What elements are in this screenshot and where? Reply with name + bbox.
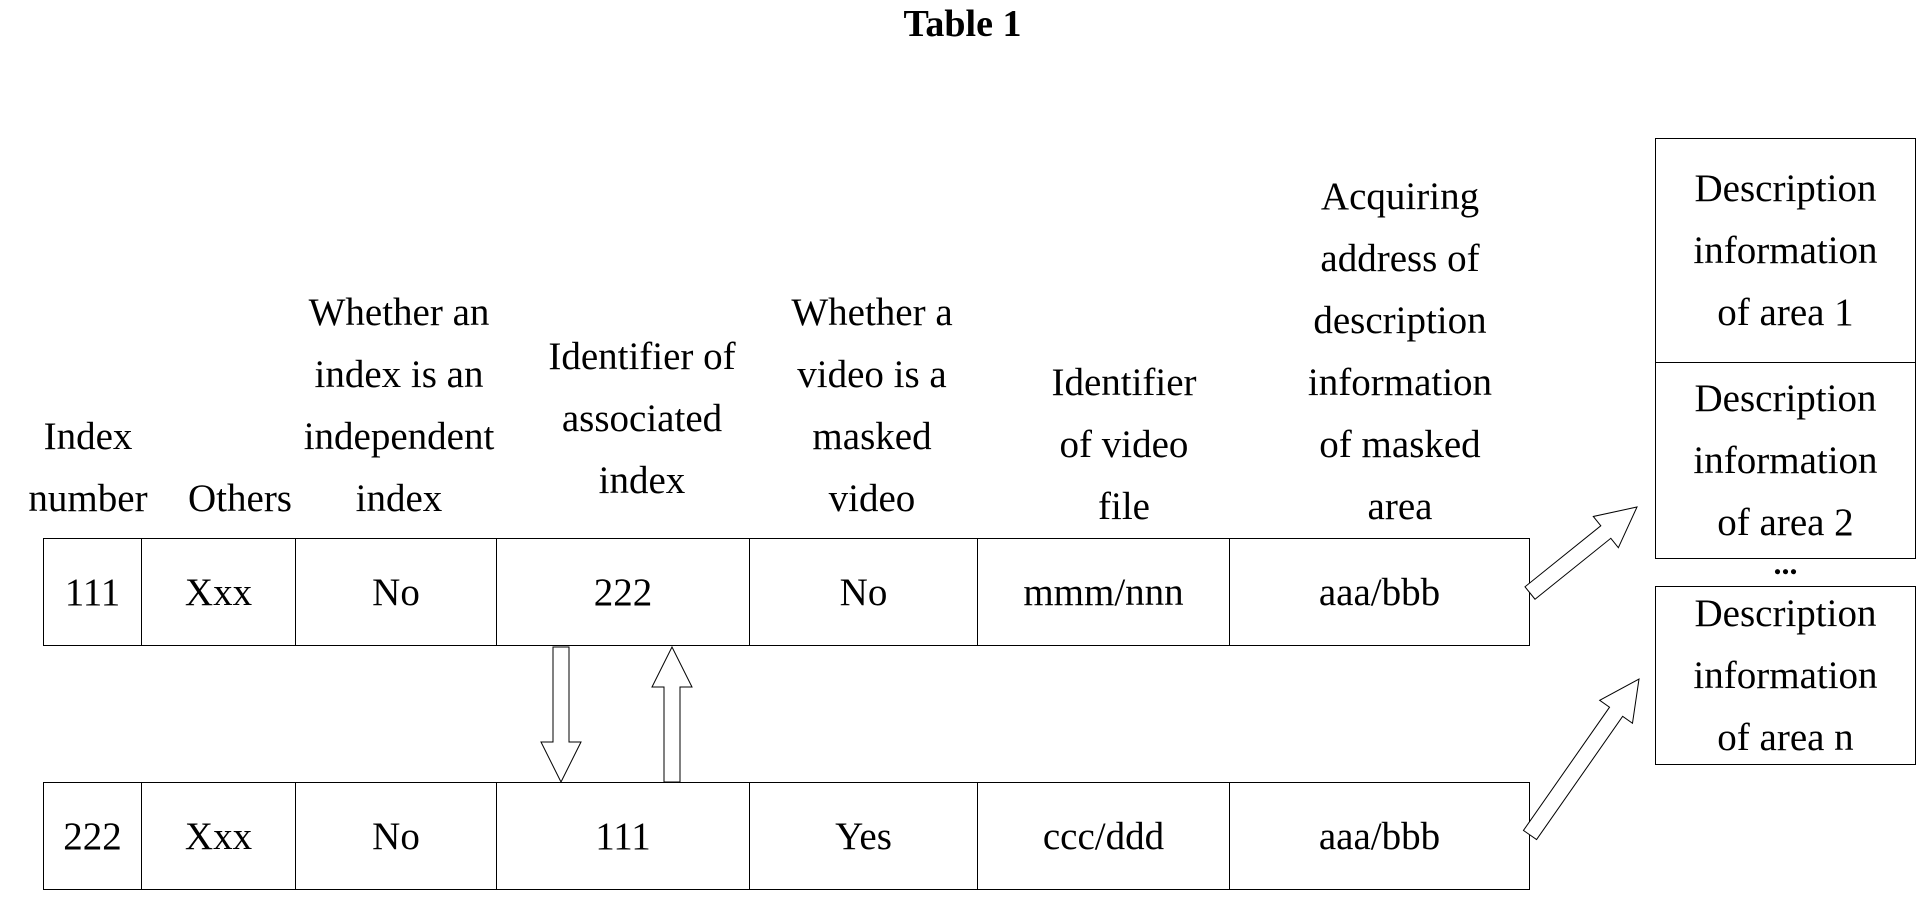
arrow-up-icon [652,647,692,782]
arrow-down-icon [541,647,581,782]
arrow-to-area-n-icon [1523,679,1639,840]
arrow-to-area-1-2-icon [1525,507,1637,599]
